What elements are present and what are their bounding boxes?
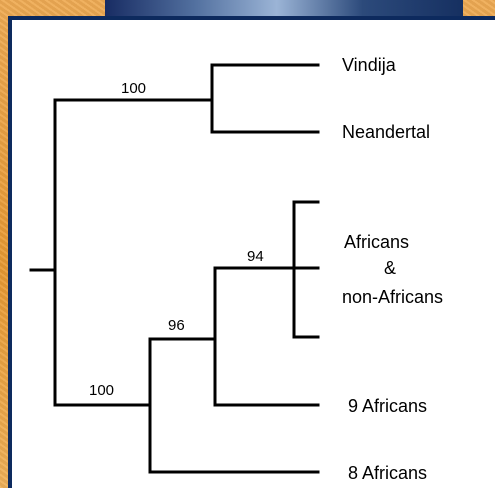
photo-strip <box>105 0 463 17</box>
phylogenetic-tree-panel <box>8 16 495 488</box>
support-value-modern-subclade: 96 <box>168 317 185 334</box>
support-value-neandertal-clade: 100 <box>121 80 146 97</box>
taxon-label-africans-line-3: non-Africans <box>342 287 443 307</box>
taxon-label-neandertal: Neandertal <box>342 122 430 142</box>
taxon-label-africans-line-2: & <box>384 258 396 278</box>
taxon-label-nine-africans: 9 Africans <box>348 396 427 416</box>
taxon-label-vindija: Vindija <box>342 55 397 75</box>
taxon-label-eight-africans: 8 Africans <box>348 463 427 483</box>
taxon-label-africans-line-1: Africans <box>344 232 409 252</box>
support-value-human-clade: 100 <box>89 382 114 399</box>
support-value-africans-non-africans-clade: 94 <box>247 248 264 265</box>
